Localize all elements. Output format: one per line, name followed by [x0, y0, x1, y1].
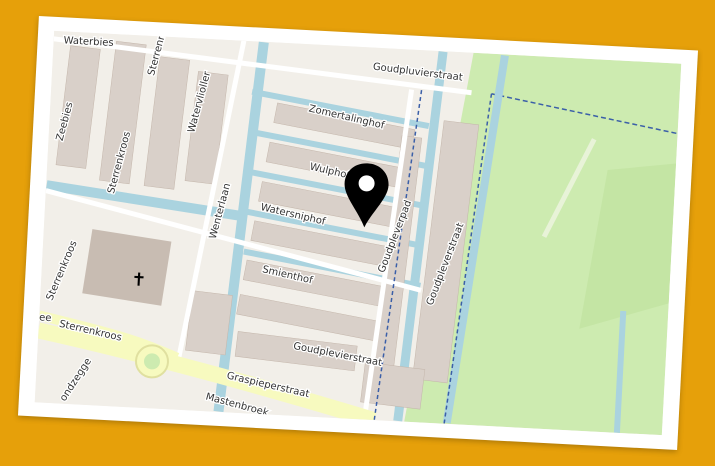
canal-2	[248, 128, 427, 169]
buildings	[55, 40, 479, 410]
canal-east	[442, 54, 509, 424]
main-road-mastenbroek	[36, 322, 377, 428]
roundabout-center	[143, 353, 160, 370]
canal-1	[251, 88, 429, 130]
roads	[44, 36, 472, 420]
canal-far-east	[613, 310, 626, 433]
meadow-path	[541, 138, 596, 238]
map-card: ✝ Waterbies Sterrenmos Watervliolle	[17, 16, 698, 450]
canal-south	[45, 180, 245, 222]
street-label: Waterbies	[63, 35, 114, 49]
church-icon: ✝	[130, 269, 146, 291]
canal-mid	[392, 51, 448, 422]
map-view[interactable]: ✝ Waterbies Sterrenmos Watervliolle	[34, 30, 681, 436]
map-pin-icon[interactable]	[342, 162, 389, 228]
canal-4	[244, 208, 423, 249]
street-label: ee	[38, 312, 51, 324]
meadow-area-2	[578, 163, 676, 329]
church-building	[81, 229, 171, 306]
